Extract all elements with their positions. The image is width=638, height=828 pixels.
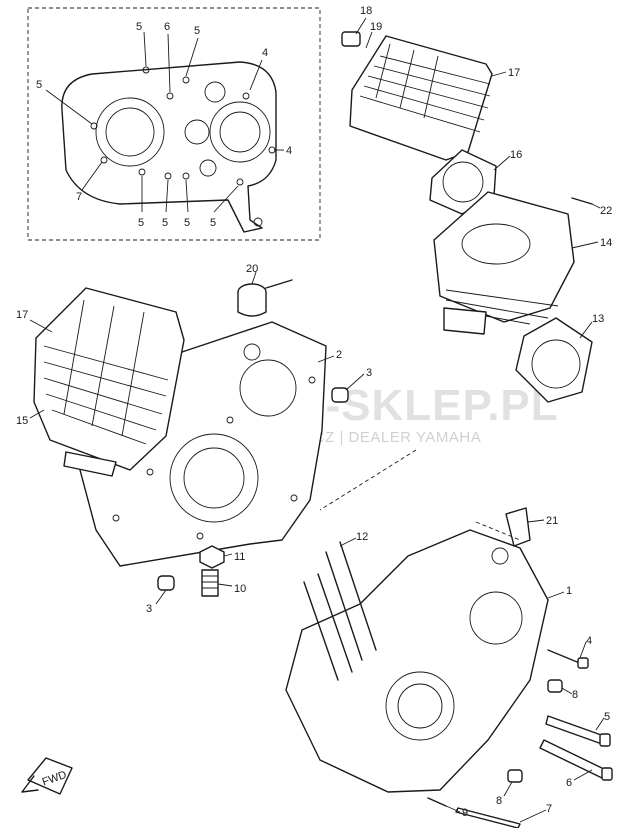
callout-5: 5	[194, 25, 200, 37]
inset-box-crankcase-face	[27, 7, 321, 241]
callout-11: 11	[234, 551, 245, 563]
callout-3: 3	[146, 603, 152, 615]
cylinder-upper	[433, 191, 593, 335]
callout-21: 21	[546, 515, 558, 527]
callout-3: 3	[366, 367, 372, 379]
callout-4: 4	[286, 145, 292, 157]
small-fasteners-left	[157, 387, 349, 597]
callout-13: 13	[592, 313, 604, 325]
callout-9: 9	[462, 807, 468, 819]
callout-5: 5	[36, 79, 42, 91]
callout-5: 5	[138, 217, 144, 229]
left-case-bolt-holes	[112, 376, 316, 540]
callout-4: 4	[586, 635, 592, 647]
callout-19: 19	[370, 21, 382, 33]
callout-18: 18	[360, 5, 372, 17]
callout-5: 5	[184, 217, 190, 229]
fwd-direction-badge: FWD	[21, 757, 73, 795]
callout-6: 6	[164, 21, 170, 33]
callout-1: 1	[566, 585, 572, 597]
callout-14: 14	[600, 237, 612, 249]
right-bolts	[427, 649, 613, 828]
inset-bolt-holes	[90, 66, 276, 227]
callout-17: 17	[508, 67, 520, 79]
callout-15: 15	[16, 415, 28, 427]
callout-7: 7	[76, 191, 82, 203]
cylinder-head-upper	[341, 31, 493, 161]
crankcase-left-half	[79, 279, 327, 567]
callout-5: 5	[604, 711, 610, 723]
callout-16: 16	[510, 149, 522, 161]
callout-10: 10	[234, 583, 246, 595]
leader-lines	[29, 17, 605, 823]
callout-labels: 5 6 5 4 5 4 7 5 5 5 5 18 19 17 16 22 14 …	[16, 5, 612, 819]
callout-17: 17	[16, 309, 28, 321]
crankcase-right-half	[285, 449, 549, 793]
callout-7: 7	[546, 803, 552, 815]
callout-5: 5	[136, 21, 142, 33]
callout-6: 6	[566, 777, 572, 789]
callout-22: 22	[600, 205, 612, 217]
callout-4: 4	[262, 47, 268, 59]
callout-8: 8	[496, 795, 502, 807]
callout-2: 2	[336, 349, 342, 361]
head-gasket	[429, 149, 497, 215]
callout-20: 20	[246, 263, 258, 275]
cylinder-studs	[303, 541, 377, 681]
callout-5: 5	[210, 217, 216, 229]
callout-5: 5	[162, 217, 168, 229]
cylinder-assembled	[33, 287, 185, 477]
callout-8: 8	[572, 689, 578, 701]
callout-12: 12	[356, 531, 368, 543]
base-gasket	[515, 317, 593, 403]
